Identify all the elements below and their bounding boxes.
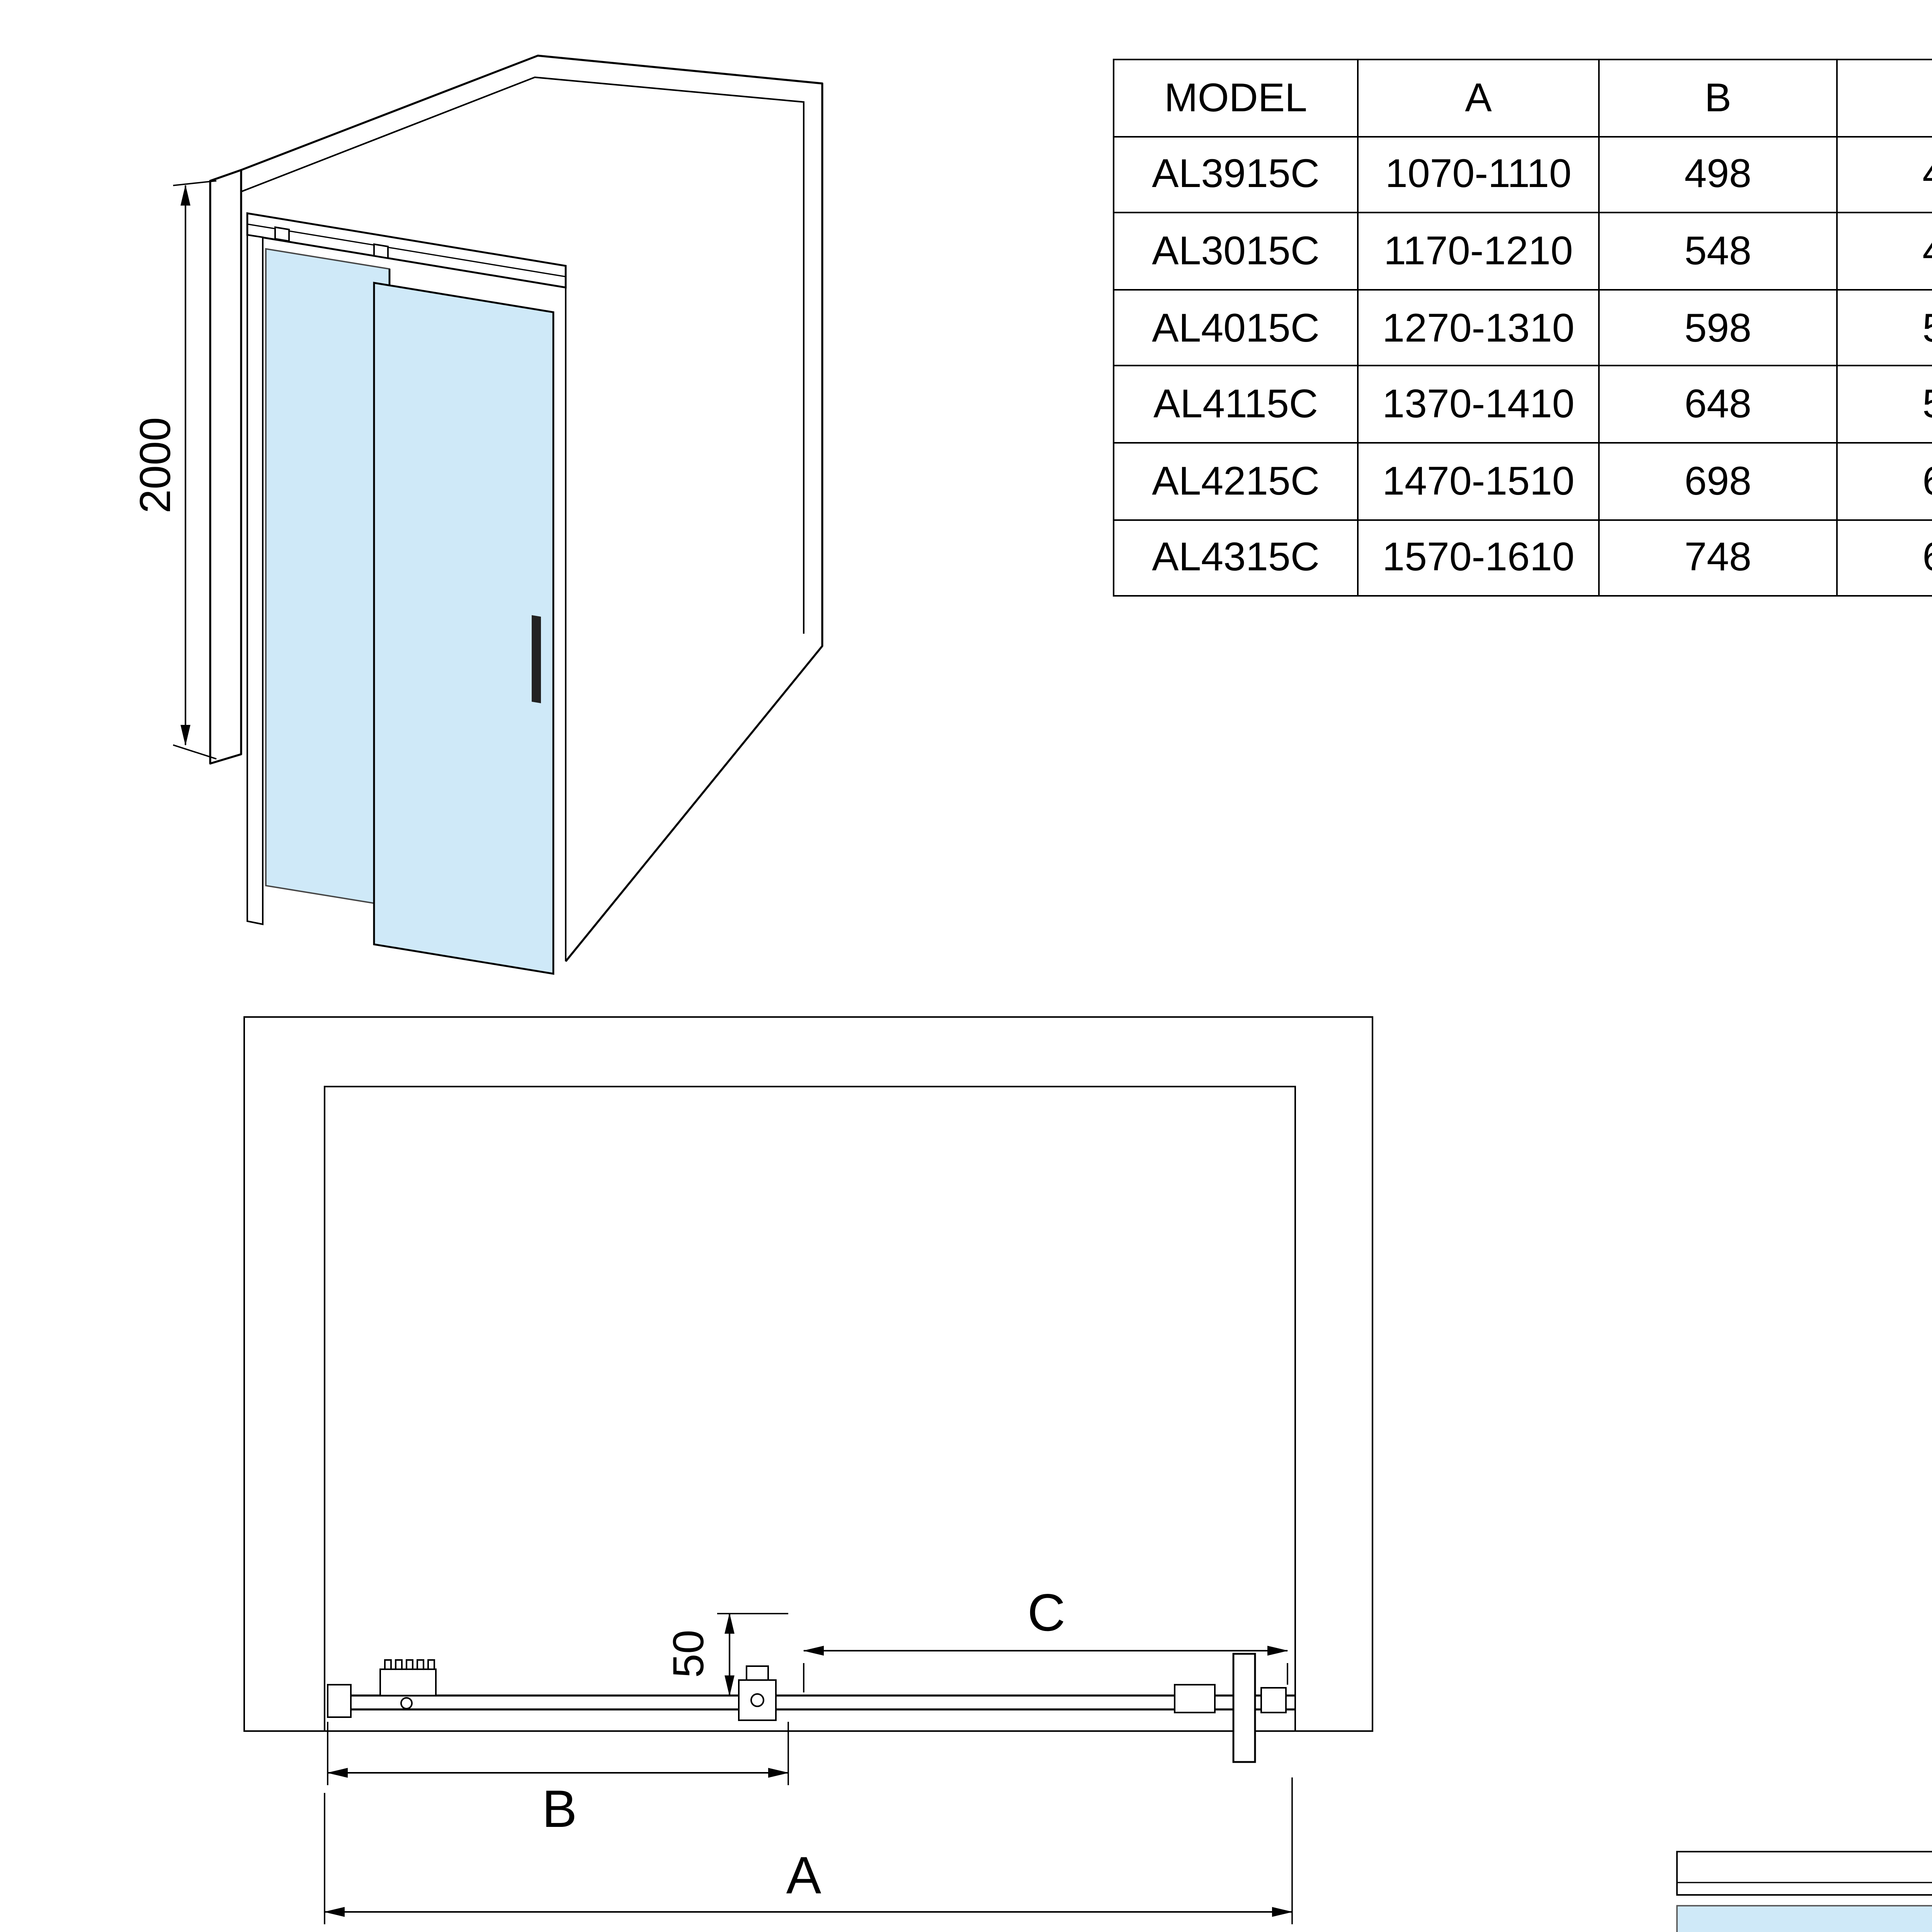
plan-view: C 50 B A [243,1016,1373,1924]
niche-walls [209,54,823,962]
table-cell: 1270-1310 [1357,289,1600,367]
screw-icon [750,1693,764,1707]
door-assembly [246,212,567,975]
height-dimension: 2000 [139,180,217,760]
glass-and-seal [1676,1851,1932,1932]
table-row: AL3015C 1170-1210 548 475 [1113,212,1932,291]
roller-icon [373,243,389,259]
table-cell: 1070-1110 [1357,135,1600,214]
opposite-wall-detail: 16 19,5 0-20 45 [1676,1851,1932,1932]
table-row: AL3915C 1070-1110 498 425 [1113,135,1932,214]
table-cell: 425 [1836,135,1932,214]
table-cell: 598 [1598,289,1838,367]
dim-label-b: B [542,1779,577,1838]
table-cell: 475 [1836,212,1932,291]
track-section [327,1653,1295,1763]
top-rail [1676,1851,1932,1896]
col-header-b: B [1598,59,1838,137]
table-cell: 675 [1836,519,1932,597]
table-cell: 548 [1598,212,1838,291]
table-row: AL4015C 1270-1310 598 525 [1113,289,1932,367]
table-cell: AL4315C [1113,519,1359,597]
col-header-model: MODEL [1113,59,1359,137]
col-header-a: A [1357,59,1600,137]
table-cell: 748 [1598,519,1838,597]
table-row: AL4315C 1570-1610 748 675 [1113,519,1932,597]
table-cell: 1370-1410 [1357,365,1600,444]
table-cell: 1170-1210 [1357,212,1600,291]
table-cell: 625 [1836,442,1932,520]
table-cell: AL4215C [1113,442,1359,520]
glass-panel [1676,1905,1932,1932]
table-cell: 1570-1610 [1357,519,1600,597]
table-cell: 498 [1598,135,1838,214]
table-cell: 698 [1598,442,1838,520]
table-header-row: MODEL A B C [1113,59,1932,137]
table-cell: 575 [1836,365,1932,444]
isometric-view: 2000 [139,54,823,975]
end-cap [327,1684,352,1718]
dim-label-height: 2000 [139,417,179,513]
roller-icon [274,226,290,242]
table-row: AL4215C 1470-1510 698 625 [1113,442,1932,520]
wall-profile [1232,1653,1256,1763]
table-cell: 525 [1836,289,1932,367]
door-handle [532,615,541,703]
wall-clip [1174,1684,1216,1713]
dim-label-offset: 50 [664,1630,713,1678]
table-cell: AL4015C [1113,289,1359,367]
table-cell: 648 [1598,365,1838,444]
opening-outline [243,1016,1373,1732]
table-cell: AL4115C [1113,365,1359,444]
table-cell: AL3915C [1113,135,1359,214]
fixed-glass-panel [265,248,390,907]
table-cell: 1470-1510 [1357,442,1600,520]
col-header-c: C [1836,59,1932,137]
plan-dimensions: C 50 B A [324,1583,1293,1924]
table-row: AL4115C 1370-1410 648 575 [1113,365,1932,444]
screw-icon [400,1697,413,1709]
dim-label-a: A [786,1846,821,1905]
table-cell: AL3015C [1113,212,1359,291]
dim-label-c: C [1027,1583,1065,1642]
size-table: MODEL A B C AL3915C 1070-1110 498 425 AL… [1113,59,1932,597]
sliding-glass-panel [373,282,554,975]
roller-carriage [379,1668,437,1696]
